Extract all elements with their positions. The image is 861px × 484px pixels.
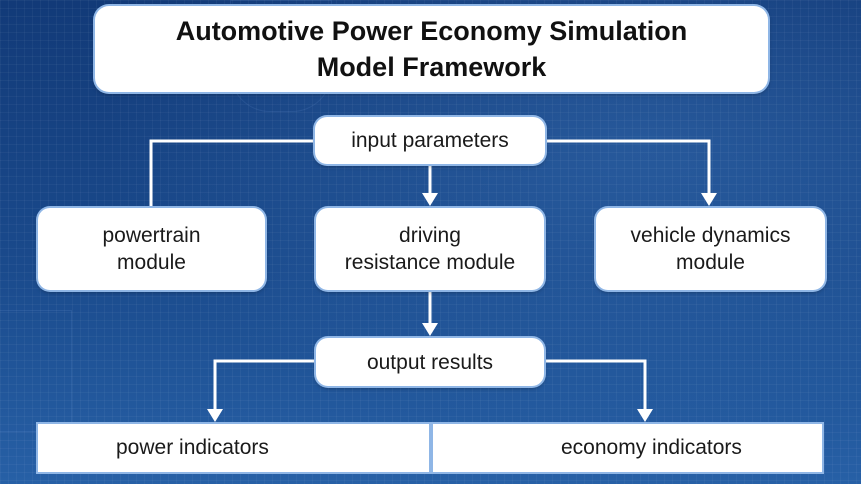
node-label: power indicators (116, 436, 269, 459)
diagram-title: Automotive Power Economy Simulation Mode… (95, 6, 768, 92)
arrowhead-icon (637, 409, 653, 422)
node-label-line-1: powertrain (102, 224, 201, 247)
node-vehicle-dynamics-module: vehicle dynamics module (596, 208, 825, 290)
node-input-parameters: input parameters (315, 117, 545, 164)
edge-output-to-economy-indicators (544, 359, 647, 410)
node-driving-resistance-module: driving resistance module (316, 208, 544, 290)
arrowhead-icon (422, 193, 438, 206)
node-economy-indicators: economy indicators (433, 424, 822, 472)
node-label-line-2: module (117, 251, 186, 274)
background-decoration (0, 310, 72, 432)
node-label-line-2: resistance module (344, 251, 516, 274)
node-label-line-2: module (676, 251, 745, 274)
node-label: economy indicators (561, 436, 742, 459)
edge-input-to-vehicle-dynamics (545, 139, 711, 194)
edge-input-to-powertrain (149, 139, 315, 208)
node-label-line-1: driving (399, 224, 461, 247)
node-label: output results (366, 350, 494, 374)
node-output-results: output results (316, 338, 544, 386)
arrowhead-icon (701, 193, 717, 206)
arrowhead-icon (422, 323, 438, 336)
node-label-line-1: vehicle dynamics (630, 224, 791, 247)
arrowhead-icon (207, 409, 223, 422)
title-line-2: Model Framework (316, 52, 547, 82)
node-power-indicators: power indicators (38, 424, 429, 472)
node-powertrain-module: powertrain module (38, 208, 265, 290)
node-label: input parameters (351, 129, 509, 152)
edge-output-to-power-indicators (213, 359, 316, 410)
title-line-1: Automotive Power Economy Simulation (175, 16, 688, 46)
